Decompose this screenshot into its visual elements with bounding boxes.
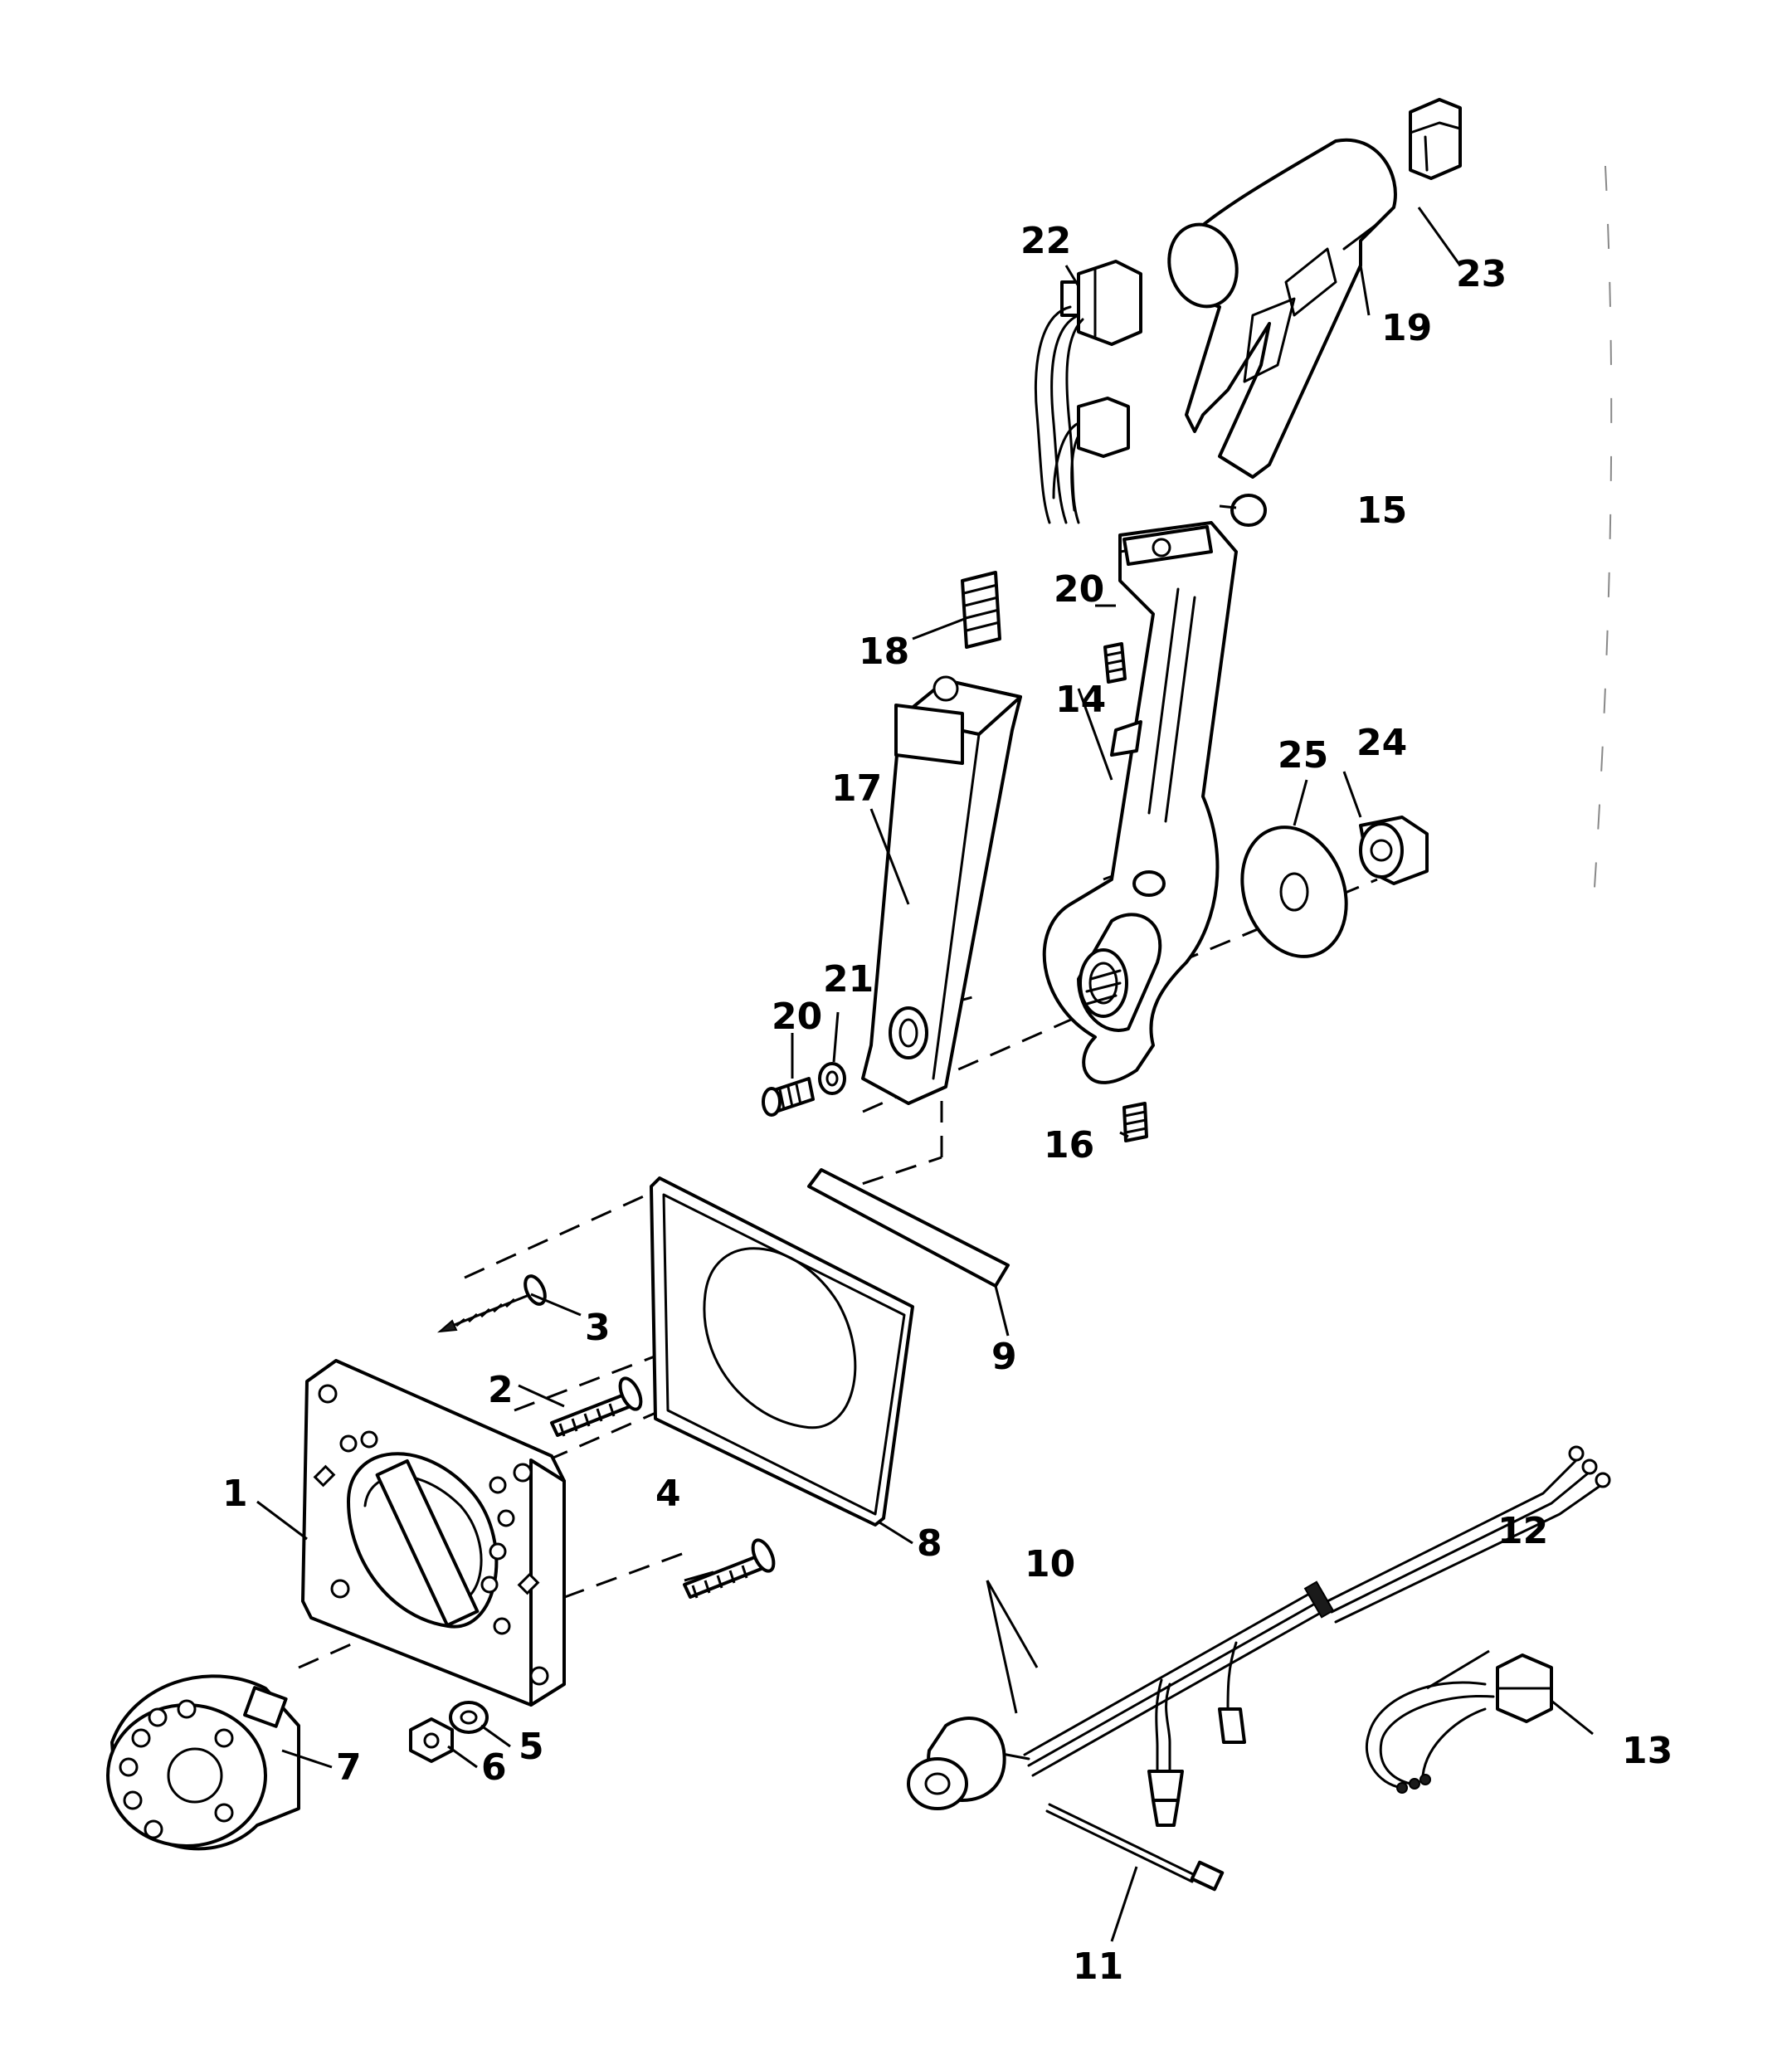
callout-23: 23	[1456, 253, 1507, 295]
lever-arm	[861, 675, 1022, 1105]
screw-3	[436, 1274, 547, 1333]
callout-21: 21	[823, 958, 874, 1001]
callout-9: 9	[991, 1336, 1017, 1378]
leader-lines	[256, 207, 1594, 1942]
callout-labels: 1 2 3 4 5 6 7 8 9 10 11 12 13 14 15 16 1…	[222, 220, 1673, 1988]
callout-12: 12	[1497, 1510, 1548, 1552]
handle-grip	[1167, 138, 1397, 479]
callout-6: 6	[481, 1746, 507, 1789]
decal-strip	[807, 1168, 1010, 1288]
callout-5: 5	[519, 1726, 544, 1768]
set-screw-16	[1122, 1102, 1148, 1142]
callout-7: 7	[336, 1746, 362, 1789]
screw-4	[683, 1538, 776, 1599]
callout-20-upper: 20	[1054, 568, 1104, 611]
plug	[1230, 494, 1267, 527]
callout-17: 17	[831, 767, 882, 810]
lanyard-switch-harness	[1365, 1653, 1553, 1794]
spring	[961, 571, 1001, 649]
callout-2: 2	[488, 1369, 514, 1411]
wiring-harness	[907, 1445, 1611, 1827]
callout-15: 15	[1356, 489, 1407, 532]
callout-10: 10	[1025, 1543, 1075, 1585]
callout-3: 3	[585, 1307, 611, 1349]
callout-14: 14	[1055, 679, 1106, 721]
gasket	[650, 1176, 914, 1527]
callout-13: 13	[1622, 1730, 1673, 1772]
callout-20-lower: 20	[772, 996, 822, 1038]
nut	[409, 1717, 454, 1763]
scan-edge-line	[1592, 165, 1613, 913]
screw-20-lower	[762, 1077, 815, 1117]
callout-25: 25	[1278, 734, 1328, 777]
set-screw-20-upper	[1103, 642, 1127, 684]
switch-cap	[1409, 98, 1462, 180]
callout-1: 1	[222, 1473, 248, 1515]
bushing	[106, 1674, 300, 1851]
callout-8: 8	[917, 1522, 942, 1565]
callout-16: 16	[1044, 1124, 1094, 1166]
mounting-plate	[301, 1359, 566, 1707]
callout-18: 18	[859, 631, 909, 673]
callout-19: 19	[1381, 307, 1432, 349]
switch-harness	[1034, 260, 1142, 524]
cable-tie	[1045, 1803, 1225, 1892]
washer-21	[818, 1062, 846, 1095]
screw-2	[550, 1376, 643, 1437]
callout-11: 11	[1073, 1946, 1123, 1988]
washer	[449, 1701, 489, 1734]
callout-22: 22	[1020, 220, 1071, 262]
lock-nut	[1359, 816, 1429, 885]
control-handle	[1042, 521, 1238, 1084]
callout-4: 4	[655, 1473, 681, 1515]
callout-24: 24	[1356, 722, 1407, 764]
thrust-washer	[1240, 825, 1348, 958]
